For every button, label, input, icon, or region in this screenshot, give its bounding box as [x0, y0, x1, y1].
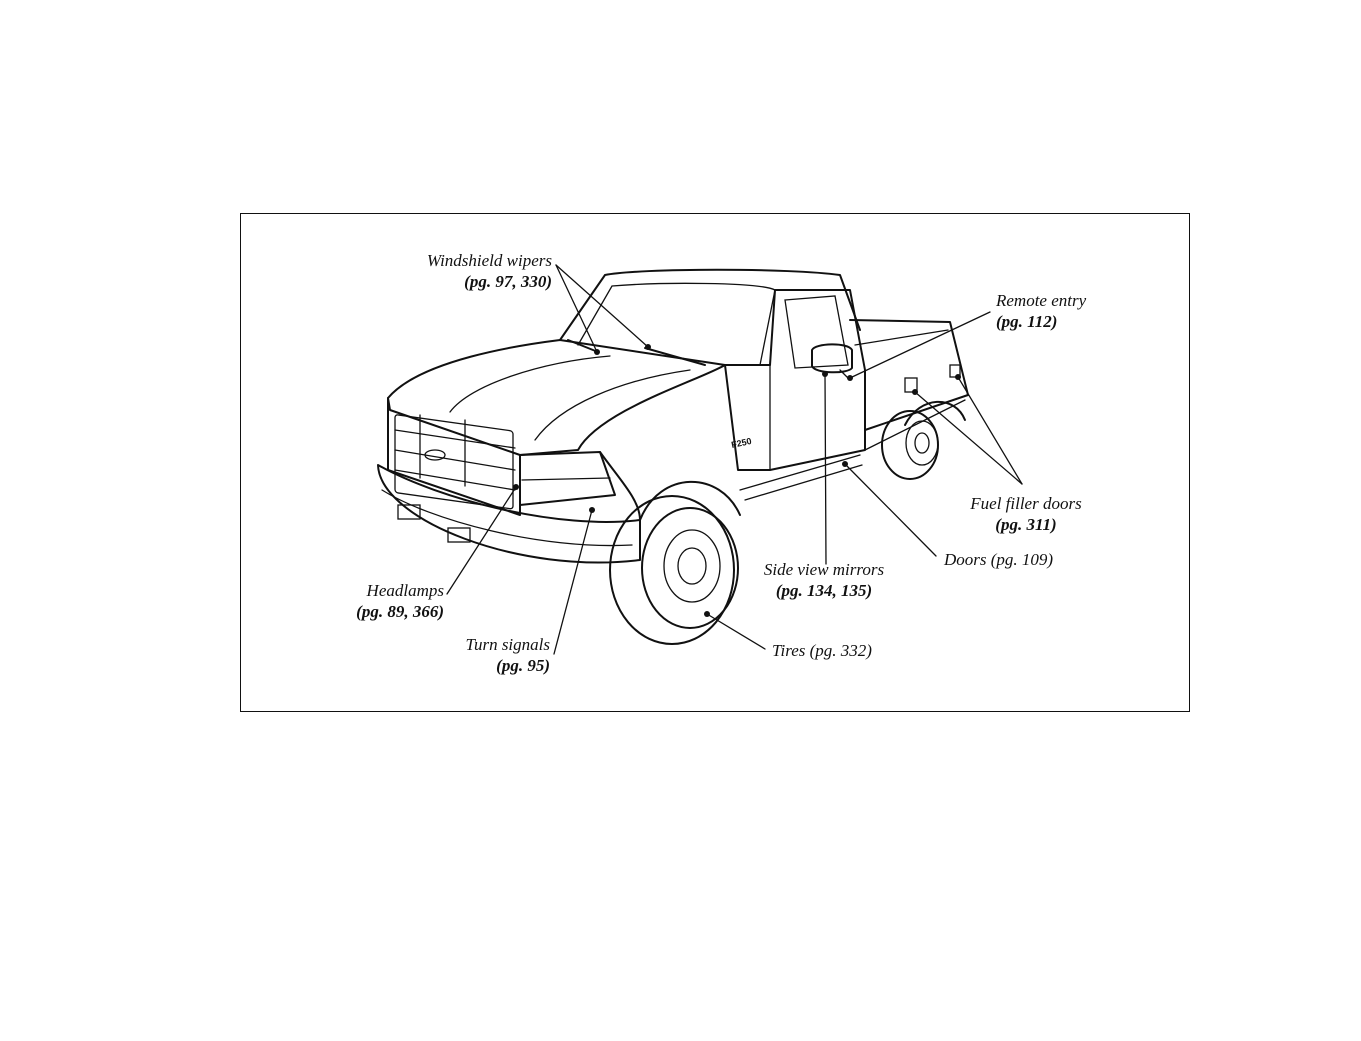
turn-signals-label: Turn signals	[430, 634, 550, 655]
mirrors-page: (pg. 134, 135)	[744, 580, 904, 601]
fuel-doors-page: (pg. 311)	[956, 514, 1096, 535]
mirrors-callout: Side view mirrors (pg. 134, 135)	[744, 559, 904, 601]
tires-callout: Tires (pg. 332)	[772, 640, 872, 661]
fuel-doors-label: Fuel filler doors	[956, 493, 1096, 514]
wipers-label: Windshield wipers	[392, 250, 552, 271]
turn-signals-callout: Turn signals (pg. 95)	[430, 634, 550, 676]
fuel-doors-callout: Fuel filler doors (pg. 311)	[956, 493, 1096, 535]
tires-label: Tires (pg. 332)	[772, 640, 872, 661]
turn-signals-page: (pg. 95)	[430, 655, 550, 676]
headlamps-page: (pg. 89, 366)	[330, 601, 444, 622]
remote-entry-page: (pg. 112)	[996, 311, 1086, 332]
headlamps-label: Headlamps	[330, 580, 444, 601]
wipers-page: (pg. 97, 330)	[392, 271, 552, 292]
doors-callout: Doors (pg. 109)	[944, 549, 1053, 570]
wipers-callout: Windshield wipers (pg. 97, 330)	[392, 250, 552, 292]
doors-label: Doors (pg. 109)	[944, 549, 1053, 570]
remote-entry-callout: Remote entry (pg. 112)	[996, 290, 1086, 332]
remote-entry-label: Remote entry	[996, 290, 1086, 311]
mirrors-label: Side view mirrors	[744, 559, 904, 580]
headlamps-callout: Headlamps (pg. 89, 366)	[330, 580, 444, 622]
